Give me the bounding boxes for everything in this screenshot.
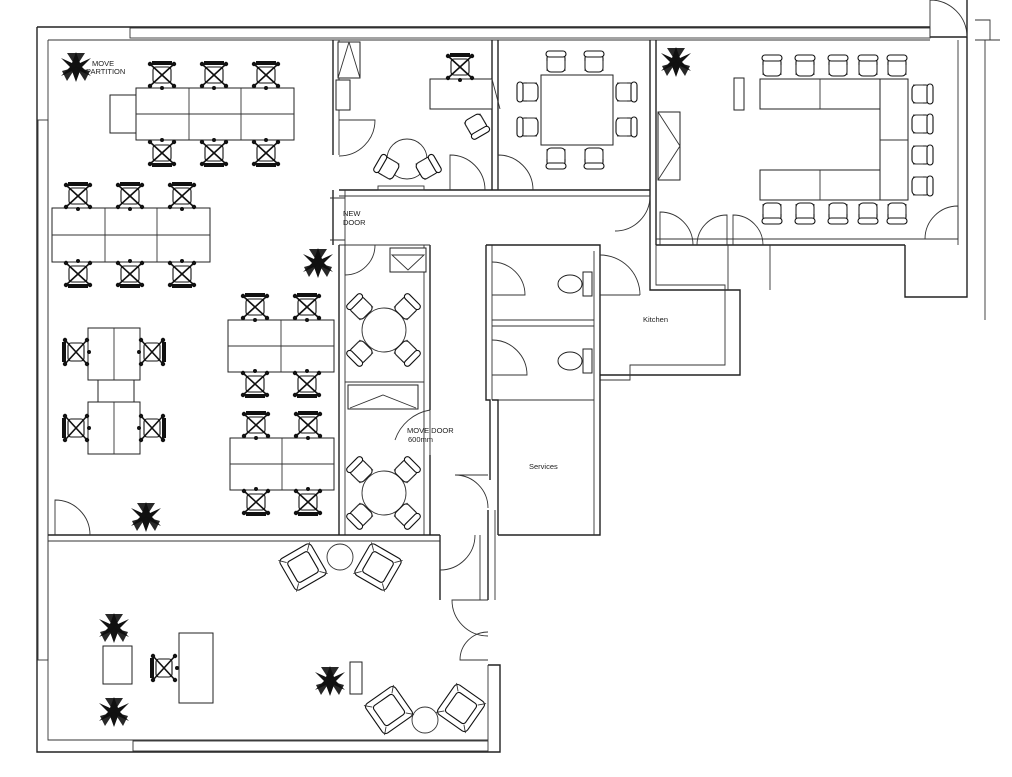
room-labels: MOVE PARTITION NEW DOOR Kitchen MOVE DOO… [86,59,668,471]
reception-furniture [102,541,487,736]
small-office-furniture [335,41,638,191]
kitchen-label: Kitchen [643,315,668,324]
open-office-workstations [51,60,335,517]
doors [54,0,968,661]
toilets [557,271,593,374]
new-door-label-line1: NEW [343,209,361,218]
move-partition-label-line1: MOVE [92,59,114,68]
services-label: Services [529,462,558,471]
move-partition-label-line2: PARTITION [86,67,125,76]
move-door-label-line2: 600mm [408,435,433,444]
exterior-walls [36,0,1000,753]
boardroom-furniture [657,54,934,225]
move-door-label-line1: MOVE DOOR [407,426,454,435]
meeting-rooms-furniture [344,247,427,532]
new-door-label-line2: DOOR [343,218,366,227]
